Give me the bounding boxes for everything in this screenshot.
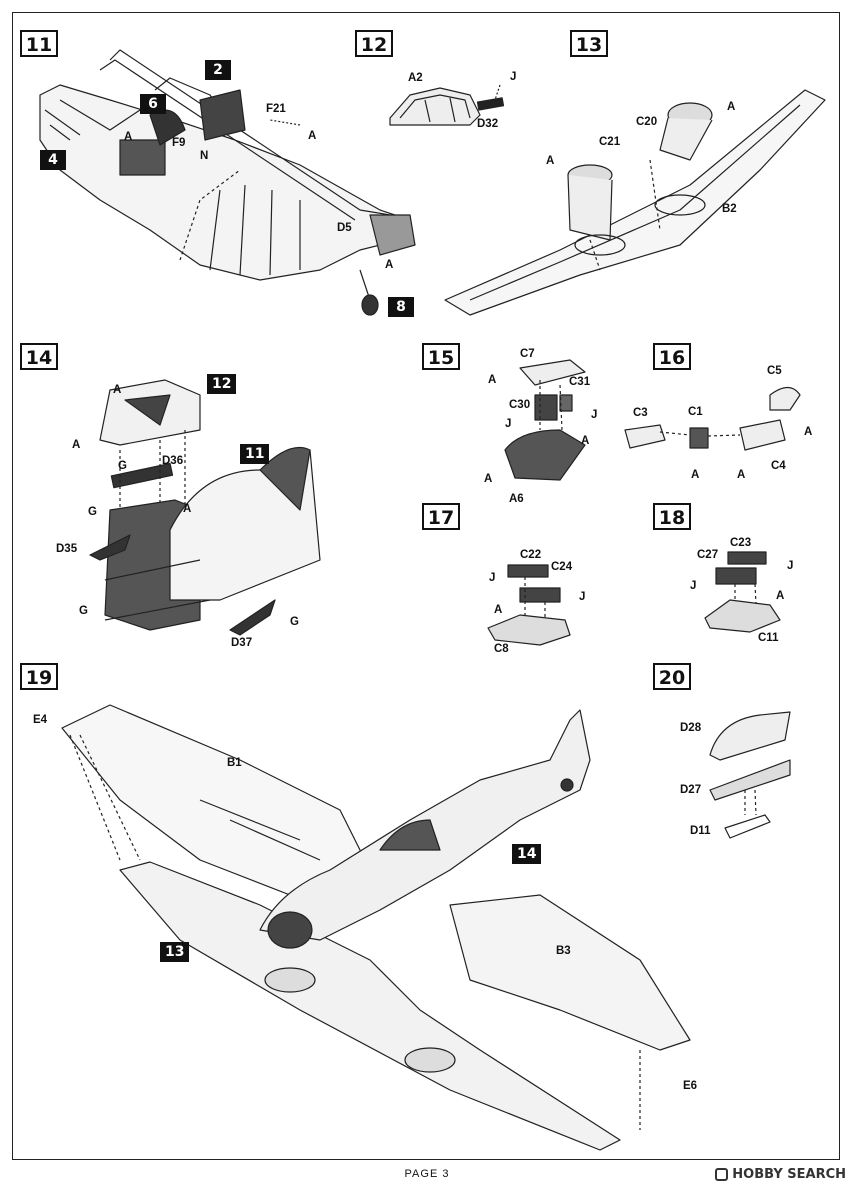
step-number-15: 15 bbox=[422, 343, 460, 370]
part-label-c27: C27 bbox=[697, 549, 719, 561]
part-label-d28: D28 bbox=[680, 722, 702, 734]
step-number-11: 11 bbox=[20, 30, 58, 57]
part-label-c3: C3 bbox=[633, 407, 648, 419]
part-label-f9: F9 bbox=[172, 137, 186, 149]
part-label-j: J bbox=[510, 71, 517, 83]
ref-step-4: 4 bbox=[40, 150, 66, 170]
part-label-c20: C20 bbox=[636, 116, 658, 128]
part-label-c22: C22 bbox=[520, 549, 542, 561]
part-label-b2: B2 bbox=[722, 203, 737, 215]
part-label-a: A bbox=[72, 439, 81, 451]
part-label-c31: C31 bbox=[569, 376, 591, 388]
part-label-a: A bbox=[308, 130, 317, 142]
watermark: HOBBY SEARCH bbox=[715, 1167, 846, 1182]
part-label-j: J bbox=[690, 580, 697, 592]
ref-step-13: 13 bbox=[160, 942, 190, 962]
part-label-c4: C4 bbox=[771, 460, 786, 472]
part-label-g: G bbox=[118, 460, 127, 472]
watermark-text: HOBBY SEARCH bbox=[732, 1167, 846, 1182]
part-label-d27: D27 bbox=[680, 784, 702, 796]
part-label-a: A bbox=[494, 604, 503, 616]
part-label-d37: D37 bbox=[231, 637, 253, 649]
part-label-a: A bbox=[546, 155, 555, 167]
step-number-13: 13 bbox=[570, 30, 608, 57]
part-label-a: A bbox=[804, 426, 813, 438]
step-number-17: 17 bbox=[422, 503, 460, 530]
step-number-20: 20 bbox=[653, 663, 691, 690]
step11-fuselage-drawing bbox=[39, 49, 416, 316]
ref-step-12: 12 bbox=[207, 374, 237, 394]
part-label-j: J bbox=[787, 560, 794, 572]
ref-step-6: 6 bbox=[140, 94, 166, 114]
part-label-a2: A2 bbox=[408, 72, 423, 84]
part-label-j: J bbox=[505, 418, 512, 430]
part-label-g: G bbox=[79, 605, 88, 617]
part-label-g: G bbox=[88, 506, 97, 518]
part-label-d5: D5 bbox=[337, 222, 352, 234]
step20-drawing bbox=[709, 711, 791, 839]
part-label-g: G bbox=[290, 616, 299, 628]
part-label-c1: C1 bbox=[688, 406, 703, 418]
ref-step-14: 14 bbox=[512, 844, 542, 864]
part-label-b3: B3 bbox=[556, 945, 571, 957]
part-label-n: N bbox=[200, 150, 209, 162]
ref-step-2: 2 bbox=[205, 60, 231, 80]
part-label-a: A bbox=[183, 503, 192, 515]
part-label-f21: F21 bbox=[266, 103, 286, 115]
part-label-a: A bbox=[727, 101, 736, 113]
step12-canopy-drawing bbox=[389, 84, 505, 126]
step-number-14: 14 bbox=[20, 343, 58, 370]
part-label-c5: C5 bbox=[767, 365, 782, 377]
part-label-d11: D11 bbox=[690, 825, 711, 837]
part-label-a: A bbox=[737, 469, 746, 481]
part-label-a: A bbox=[581, 435, 590, 447]
step-number-19: 19 bbox=[20, 663, 58, 690]
part-label-b1: B1 bbox=[227, 757, 242, 769]
part-label-c24: C24 bbox=[551, 561, 573, 573]
step14-nose-drawing bbox=[89, 379, 321, 636]
part-label-e4: E4 bbox=[33, 714, 48, 726]
ref-step-11: 11 bbox=[240, 444, 270, 464]
part-label-a: A bbox=[484, 473, 493, 485]
step-number-18: 18 bbox=[653, 503, 691, 530]
step17-drawing bbox=[487, 564, 571, 646]
part-label-c8: C8 bbox=[494, 643, 509, 655]
step16-drawing bbox=[624, 386, 801, 451]
part-label-a: A bbox=[488, 374, 497, 386]
part-label-c21: C21 bbox=[599, 136, 621, 148]
ref-step-8: 8 bbox=[388, 297, 414, 317]
step-number-12: 12 bbox=[355, 30, 393, 57]
part-label-a: A bbox=[124, 131, 133, 143]
step15-drawing bbox=[504, 359, 586, 481]
part-label-a: A bbox=[113, 384, 122, 396]
part-label-c23: C23 bbox=[730, 537, 752, 549]
page-border bbox=[12, 12, 840, 1160]
step19-aircraft-drawing bbox=[61, 704, 691, 1151]
part-label-j: J bbox=[489, 572, 496, 584]
part-label-j: J bbox=[591, 409, 598, 421]
part-label-a: A bbox=[691, 469, 700, 481]
part-label-j: J bbox=[579, 591, 586, 603]
part-label-a6: A6 bbox=[509, 493, 524, 505]
page-number: PAGE 3 bbox=[404, 1168, 450, 1180]
part-label-a: A bbox=[776, 590, 785, 602]
part-label-d36: D36 bbox=[162, 455, 184, 467]
part-label-a: A bbox=[385, 259, 394, 271]
part-label-d35: D35 bbox=[56, 543, 78, 555]
step-number-16: 16 bbox=[653, 343, 691, 370]
part-label-c7: C7 bbox=[520, 348, 535, 360]
step18-drawing bbox=[704, 551, 781, 633]
part-label-c30: C30 bbox=[509, 399, 531, 411]
part-label-c11: C11 bbox=[758, 632, 779, 644]
step13-lower-wing-drawing bbox=[444, 89, 826, 316]
part-label-e6: E6 bbox=[683, 1080, 698, 1092]
hobbysearch-logo-icon bbox=[715, 1168, 729, 1181]
part-label-d32: D32 bbox=[477, 118, 499, 130]
